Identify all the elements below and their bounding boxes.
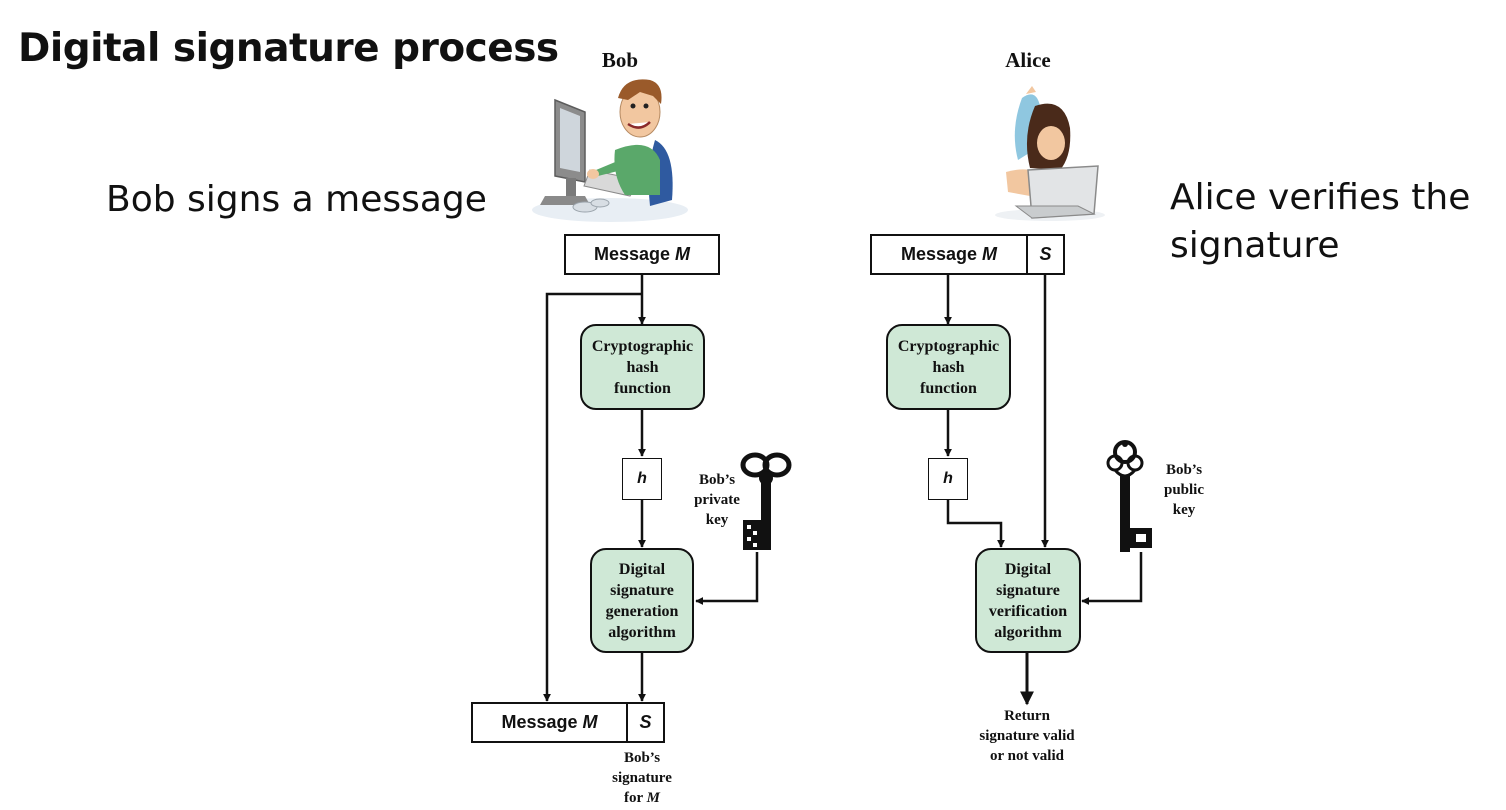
alice-caption: Alice verifies the signature <box>1170 174 1470 270</box>
alice-signature-box: S <box>1026 234 1065 275</box>
bob-public-key-line-1: Bob’s <box>1165 462 1203 478</box>
result-line-1: Return <box>1004 708 1050 724</box>
bob-signature-caption-for: for <box>624 790 643 806</box>
bob-output-message-box: Message M <box>471 702 628 743</box>
bob-private-key-label: Bob’s private key <box>676 470 758 530</box>
generation-line-1: Digital <box>618 560 666 578</box>
public-key-icon <box>1106 440 1152 552</box>
generation-line-2: signature <box>610 581 674 599</box>
slide-title: Digital signature process <box>18 26 559 71</box>
alice-caption-line-1: Alice verifies the <box>1170 177 1471 218</box>
alice-caption-line-2: signature <box>1170 225 1340 266</box>
alice-message-label: Message <box>900 244 978 264</box>
alice-hash-line-1: Cryptographic <box>897 337 1000 355</box>
bob-hash-line-1: Cryptographic <box>591 337 694 355</box>
bob-message-box: Message M <box>564 234 720 275</box>
bob-signature-caption-line-3: for M <box>606 788 678 808</box>
bob-signature-caption-line-1: Bob’s <box>623 750 661 766</box>
bob-signature-box: S <box>626 702 665 743</box>
bob-hash-function-box: Cryptographic hash function <box>580 324 705 410</box>
alice-illustration <box>995 86 1105 221</box>
bob-signature-caption: Bob’s signature for M <box>606 748 678 808</box>
verification-result-label: Return signature valid or not valid <box>957 706 1097 766</box>
alice-hash-function-box: Cryptographic hash function <box>886 324 1011 410</box>
bob-hash-line-3: function <box>614 379 671 397</box>
bob-signature-caption-var: M <box>646 790 660 806</box>
bob-private-key-line-3: key <box>705 512 729 528</box>
alice-connectors <box>944 275 1143 706</box>
bob-output-message-label: Message <box>501 712 578 732</box>
bob-private-key-line-2: private <box>694 492 740 508</box>
bob-illustration <box>532 79 688 222</box>
alice-hash-line-3: function <box>920 379 977 397</box>
bob-signature-caption-line-2: signature <box>612 770 672 786</box>
alice-name: Alice <box>1005 48 1051 72</box>
bob-message-var: M <box>675 244 691 264</box>
generation-line-3: generation <box>605 602 679 620</box>
bob-public-key-line-3: key <box>1172 502 1196 518</box>
bob-output-message-var: M <box>582 712 598 732</box>
alice-message-box: Message M <box>870 234 1028 275</box>
bob-name: Bob <box>601 48 639 72</box>
bob-public-key-line-2: public <box>1163 482 1205 498</box>
generation-line-4: algorithm <box>608 623 676 641</box>
bob-hash-value-box: h <box>622 458 662 500</box>
bob-message-label: Message <box>593 244 671 264</box>
result-line-3: or not valid <box>990 748 1064 764</box>
bob-public-key-label: Bob’s public key <box>1148 460 1220 520</box>
bob-hash-line-2: hash <box>626 358 659 376</box>
bob-hash-value: h <box>637 470 647 487</box>
verification-line-3: verification <box>988 602 1068 620</box>
bob-caption: Bob signs a message <box>106 179 487 220</box>
bob-connectors <box>543 275 759 702</box>
private-key-icon <box>740 452 792 550</box>
alice-hash-line-2: hash <box>932 358 965 376</box>
alice-hash-value: h <box>943 470 953 487</box>
alice-hash-value-box: h <box>928 458 968 500</box>
verification-line-1: Digital <box>1004 560 1052 578</box>
verification-line-4: algorithm <box>994 623 1062 641</box>
signature-verification-box: Digital signature verification algorithm <box>975 548 1081 653</box>
bob-private-key-line-1: Bob’s <box>698 472 736 488</box>
alice-message-var: M <box>982 244 998 264</box>
alice-signature-symbol: S <box>1039 244 1052 264</box>
verification-line-2: signature <box>996 581 1060 599</box>
bob-signature-symbol: S <box>639 712 652 732</box>
result-line-2: signature valid <box>979 728 1075 744</box>
signature-generation-box: Digital signature generation algorithm <box>590 548 694 653</box>
